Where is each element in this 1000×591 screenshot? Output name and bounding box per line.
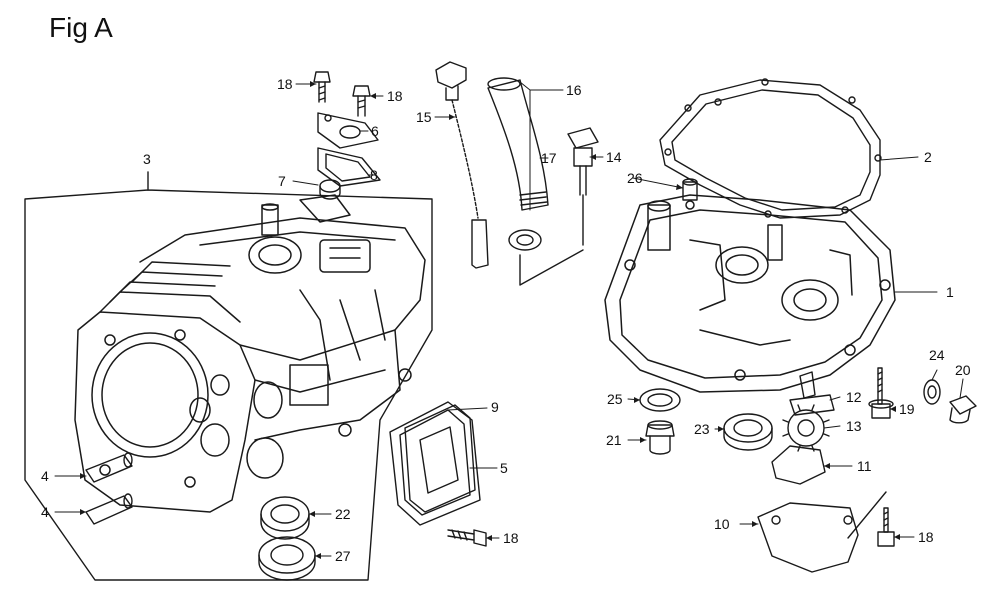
dipstick-14 (567, 127, 599, 246)
callout-16: 16 (566, 82, 582, 98)
cover-plate-10 (757, 502, 859, 573)
crankcase-gasket-2 (659, 78, 882, 219)
callout-6: 6 (371, 123, 379, 139)
cover-bracket (847, 491, 887, 539)
callout-18c: 18 (503, 530, 519, 546)
bolt-18-top-b (352, 85, 371, 117)
oil-level-switch-15 (435, 61, 489, 269)
callout-10: 10 (714, 516, 730, 532)
dowel-pin-26 (682, 178, 698, 201)
block-group-outline (24, 171, 433, 581)
bolt-18-bottom-center (447, 529, 487, 547)
oil-seal-23 (723, 413, 773, 451)
callout-4b: 4 (41, 504, 49, 520)
callout-27: 27 (335, 548, 351, 564)
callout-25: 25 (607, 391, 623, 407)
breather-gasket-8 (317, 147, 381, 187)
dowel-pin-4a (85, 452, 133, 483)
callout-22: 22 (335, 506, 351, 522)
plug-20 (949, 395, 977, 424)
callout-18a: 18 (277, 76, 293, 92)
oil-seal-22 (260, 496, 310, 540)
breather-cover-6 (317, 112, 379, 149)
governor-shaft-12 (789, 371, 835, 416)
callout-24: 24 (929, 347, 945, 363)
figure-title: Fig A (49, 12, 113, 43)
bolt-18-top-a (313, 71, 331, 103)
callout-9: 9 (491, 399, 499, 415)
bolt-18-bottom-right (877, 507, 895, 547)
oil-filler-tube-16 (487, 77, 549, 251)
callout-20: 20 (955, 362, 971, 378)
oil-seal-25 (639, 388, 681, 412)
breather-plug-7 (319, 179, 341, 200)
side-cover-5 (404, 404, 476, 513)
gasket-9 (389, 401, 481, 526)
callout-8: 8 (370, 167, 378, 183)
callout-18d: 18 (918, 529, 934, 545)
crankcase-cover-1 (604, 194, 896, 393)
dipstick-group-bracket (519, 249, 584, 286)
callout-7: 7 (278, 173, 286, 189)
callout-1: 1 (946, 284, 954, 300)
callout-3: 3 (143, 151, 151, 167)
washer-24 (923, 379, 941, 405)
callout-14: 14 (606, 149, 622, 165)
callout-17: 17 (541, 150, 557, 166)
callout-26: 26 (627, 170, 643, 186)
leader-arrowheads (80, 81, 900, 559)
callout-12: 12 (846, 389, 862, 405)
drain-plug-21 (645, 420, 675, 455)
dowel-pin-4b (85, 493, 133, 525)
callout-21: 21 (606, 432, 622, 448)
leader-lines (54, 81, 964, 557)
callout-5: 5 (500, 460, 508, 476)
callout-19: 19 (899, 401, 915, 417)
callout-4a: 4 (41, 468, 49, 484)
callout-23: 23 (694, 421, 710, 437)
callout-18b: 18 (387, 88, 403, 104)
callout-15: 15 (416, 109, 432, 125)
gasket-11 (771, 445, 826, 485)
bearing-27 (258, 536, 316, 581)
bolt-19 (868, 367, 894, 419)
cylinder-block (74, 194, 426, 513)
callout-2: 2 (924, 149, 932, 165)
callout-13: 13 (846, 418, 862, 434)
callout-11: 11 (857, 458, 872, 474)
